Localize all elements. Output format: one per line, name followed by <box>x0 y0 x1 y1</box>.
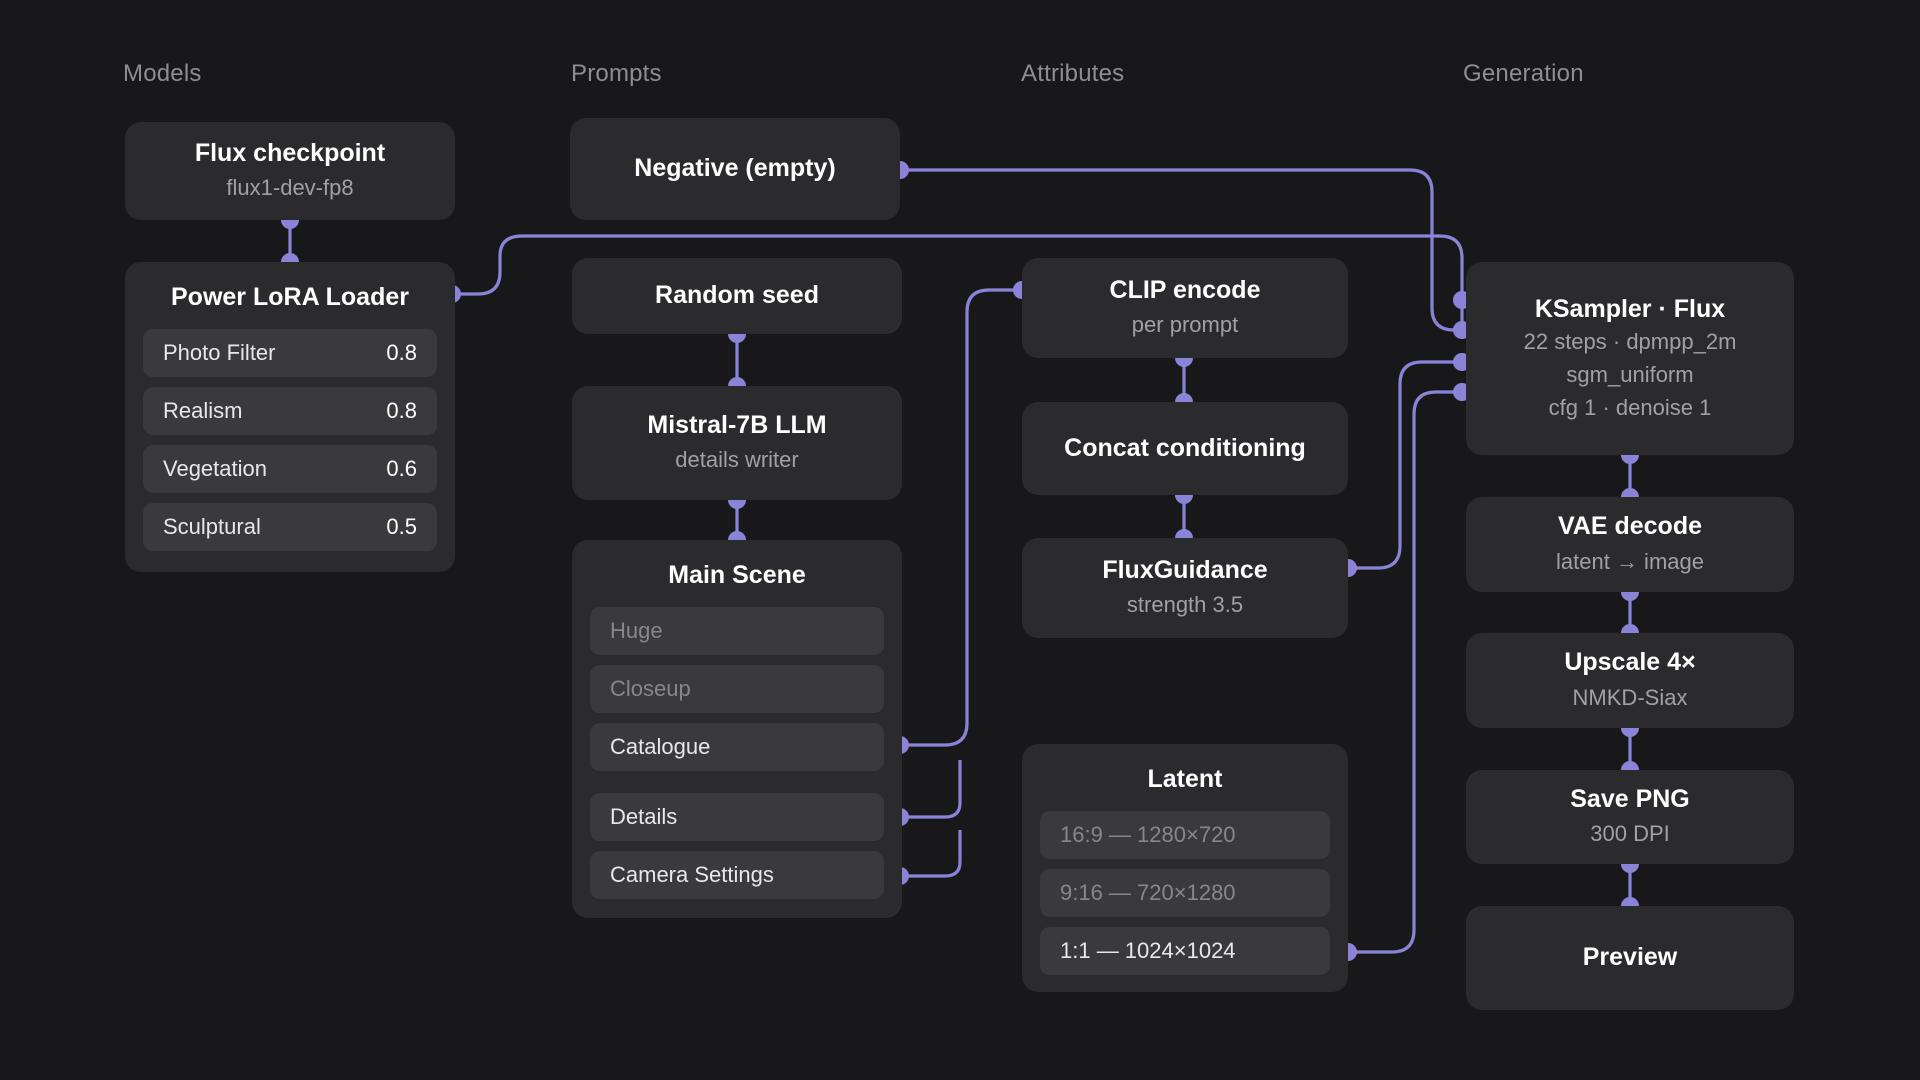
lora-row[interactable]: Photo Filter 0.8 <box>143 329 437 378</box>
latent-option-label: 1:1 — 1024×1024 <box>1060 938 1236 964</box>
main-scene-list: Huge Closeup Catalogue Details Camera Se… <box>590 607 884 900</box>
node-subtitle: per prompt <box>1131 312 1239 338</box>
column-label-models: Models <box>123 60 202 87</box>
scene-item-label: Catalogue <box>610 734 711 760</box>
scene-item-label: Huge <box>610 618 663 644</box>
node-concat-conditioning[interactable]: Concat conditioning <box>1022 402 1348 495</box>
node-title: Mistral-7B LLM <box>647 410 827 439</box>
node-title: Concat conditioning <box>1064 433 1306 462</box>
latent-option-label: 9:16 — 720×1280 <box>1060 880 1236 906</box>
scene-item-details[interactable]: Details <box>590 793 884 842</box>
node-main-scene[interactable]: Main Scene Huge Closeup Catalogue Detail… <box>572 540 902 918</box>
lora-list: Photo Filter 0.8 Realism 0.8 Vegetation … <box>143 329 437 552</box>
node-title: Random seed <box>655 281 819 310</box>
node-title: Main Scene <box>668 561 806 589</box>
node-title: Flux checkpoint <box>194 138 386 167</box>
node-title: VAE decode <box>1557 512 1703 541</box>
node-title: FluxGuidance <box>1102 555 1268 584</box>
node-latent[interactable]: Latent 16:9 — 1280×720 9:16 — 720×1280 1… <box>1022 744 1348 992</box>
latent-option-1-1[interactable]: 1:1 — 1024×1024 <box>1040 927 1330 976</box>
node-title: Power LoRA Loader <box>171 283 409 311</box>
node-title: CLIP encode <box>1109 275 1261 304</box>
ksampler-cfg-denoise: cfg 1 · denoise 1 <box>1548 394 1712 420</box>
node-mistral-llm[interactable]: Mistral-7B LLM details writer <box>572 386 902 500</box>
node-power-lora-loader[interactable]: Power LoRA Loader Photo Filter 0.8 Reali… <box>125 262 455 572</box>
node-clip-encode[interactable]: CLIP encode per prompt <box>1022 258 1348 358</box>
node-flux-checkpoint[interactable]: Flux checkpoint flux1-dev-fp8 <box>125 122 455 220</box>
latent-option-9-16[interactable]: 9:16 — 720×1280 <box>1040 869 1330 918</box>
latent-option-label: 16:9 — 1280×720 <box>1060 822 1236 848</box>
node-subtitle: NMKD-Siax <box>1572 684 1688 710</box>
node-upscale[interactable]: Upscale 4× NMKD-Siax <box>1466 633 1794 728</box>
node-ksampler[interactable]: KSampler · Flux 22 steps · dpmpp_2m sgm_… <box>1466 262 1794 455</box>
node-preview[interactable]: Preview <box>1466 906 1794 1010</box>
scene-item-label: Details <box>610 804 678 830</box>
lora-row[interactable]: Realism 0.8 <box>143 387 437 436</box>
node-random-seed[interactable]: Random seed <box>572 258 902 334</box>
scene-item-closeup[interactable]: Closeup <box>590 665 884 714</box>
lora-strength: 0.8 <box>386 398 417 424</box>
node-subtitle: 300 DPI <box>1590 821 1670 847</box>
scene-item-catalogue[interactable]: Catalogue <box>590 723 884 772</box>
lora-row[interactable]: Sculptural 0.5 <box>143 503 437 552</box>
node-vae-decode[interactable]: VAE decode latent → image <box>1466 497 1794 592</box>
node-title: Preview <box>1582 943 1678 972</box>
node-title: KSampler · Flux <box>1534 294 1726 323</box>
lora-strength: 0.8 <box>386 340 417 366</box>
column-label-generation: Generation <box>1463 60 1584 87</box>
lora-name: Vegetation <box>163 456 267 482</box>
scene-item-label: Closeup <box>610 676 691 702</box>
scene-item-label: Camera Settings <box>610 862 774 888</box>
lora-name: Sculptural <box>163 514 261 540</box>
lora-strength: 0.5 <box>386 514 417 540</box>
node-save-png[interactable]: Save PNG 300 DPI <box>1466 770 1794 864</box>
node-title: Save PNG <box>1570 784 1690 813</box>
node-subtitle: strength 3.5 <box>1126 592 1244 618</box>
node-flux-guidance[interactable]: FluxGuidance strength 3.5 <box>1022 538 1348 638</box>
column-label-prompts: Prompts <box>571 60 662 87</box>
ksampler-steps-sampler: 22 steps · dpmpp_2m <box>1523 328 1737 354</box>
node-negative-prompt[interactable]: Negative (empty) <box>570 118 900 220</box>
latent-list: 16:9 — 1280×720 9:16 — 720×1280 1:1 — 10… <box>1040 811 1330 976</box>
lora-strength: 0.6 <box>386 456 417 482</box>
node-title: Negative (empty) <box>634 154 836 183</box>
lora-row[interactable]: Vegetation 0.6 <box>143 445 437 494</box>
lora-name: Realism <box>163 398 243 424</box>
node-title: Latent <box>1147 765 1223 793</box>
scene-item-huge[interactable]: Huge <box>590 607 884 656</box>
lora-name: Photo Filter <box>163 340 276 366</box>
node-subtitle: latent → image <box>1556 548 1704 574</box>
node-title: Upscale 4× <box>1564 648 1696 677</box>
node-subtitle: flux1-dev-fp8 <box>226 175 354 201</box>
latent-option-16-9[interactable]: 16:9 — 1280×720 <box>1040 811 1330 860</box>
node-subtitle: details writer <box>675 447 799 473</box>
scene-item-camera-settings[interactable]: Camera Settings <box>590 851 884 900</box>
column-label-attributes: Attributes <box>1021 60 1125 87</box>
ksampler-scheduler: sgm_uniform <box>1566 361 1694 387</box>
